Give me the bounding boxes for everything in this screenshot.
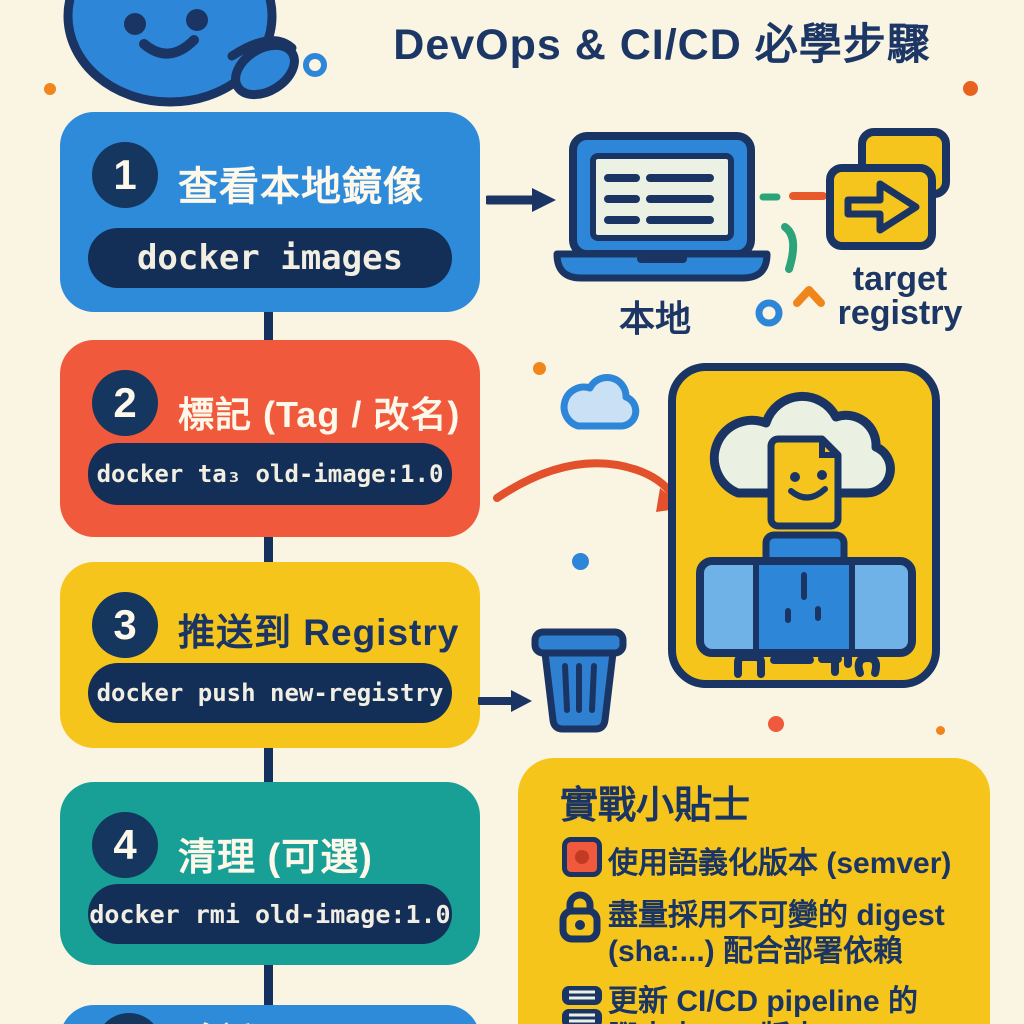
lock-icon — [559, 891, 601, 943]
step-2-box: 2 標記 (Tag / 改名) docker ta₃ old-image:1.0 — [60, 340, 480, 537]
laptop-icon — [553, 132, 771, 282]
cloud-upload-illustration — [696, 391, 916, 678]
step-5-number-badge: 5 — [96, 1013, 162, 1024]
tips-panel: 實戰小貼士 使用語義化版本 (semver) 盡量採用不可變的 digest (… — [518, 758, 990, 1024]
step-3-title: 推送到 Registry — [178, 612, 460, 653]
flow-connector — [264, 965, 273, 1007]
tip-1-text: 使用語義化版本 (semver) — [608, 847, 952, 880]
flow-connector — [264, 312, 273, 342]
step-3-number-badge: 3 — [92, 592, 158, 658]
registry-illustration-panel — [668, 363, 940, 688]
tip-3-text-line-2: 腳本中 tag 版本 — [608, 1012, 820, 1024]
step-1-box: 1 查看本地鏡像 docker images — [60, 112, 480, 312]
orange-dot — [533, 362, 546, 375]
page-title: DevOps & CI/CD 必學步驟 — [393, 21, 931, 69]
orange-dot — [963, 81, 978, 96]
step-3-box: 3 推送到 Registry docker push new-registry — [60, 562, 480, 748]
step-3-command: docker push new-registry — [88, 663, 452, 723]
red-dot — [768, 716, 784, 732]
local-label: 本地 — [618, 298, 691, 339]
orange-dot — [936, 726, 945, 735]
trash-icon — [531, 628, 627, 733]
step-1-command: docker images — [88, 228, 452, 288]
blue-ring — [303, 53, 327, 77]
step-2-title: 標記 (Tag / 改名) — [178, 394, 461, 435]
blue-dot — [572, 553, 589, 570]
step-5-box: 5 驗證 — [60, 1005, 480, 1024]
tip-2-text-line-2: (sha:...) 配合部署依賴 — [608, 935, 904, 968]
arrow-right-icon — [478, 690, 532, 712]
step-4-number-badge: 4 — [92, 812, 158, 878]
step-1-number-badge: 1 — [92, 142, 158, 208]
tip-2-text-line-1: 盡量採用不可變的 digest — [608, 899, 945, 932]
flow-connector — [264, 537, 273, 564]
target-registry-icon — [826, 128, 950, 250]
pipeline-stack-icon — [562, 986, 602, 1024]
cloud-icon — [560, 373, 640, 430]
step-5-title: 驗證 — [178, 1011, 260, 1024]
flow-connector — [264, 748, 273, 784]
semver-badge-icon — [562, 837, 602, 877]
target-registry-label: target registry — [837, 260, 963, 332]
docker-whale-mascot-icon — [63, 0, 299, 107]
step-4-command: docker rmi old-image:1.0 — [88, 884, 452, 944]
tips-title: 實戰小貼士 — [560, 785, 751, 827]
sparkle-dashes-icon — [755, 192, 827, 327]
orange-dot — [44, 83, 56, 95]
curved-arrow-icon — [493, 459, 684, 512]
step-4-title: 清理 (可選) — [178, 837, 373, 879]
step-1-title: 查看本地鏡像 — [178, 165, 424, 209]
step-2-command: docker ta₃ old-image:1.0 — [88, 443, 452, 505]
step-4-box: 4 清理 (可選) docker rmi old-image:1.0 — [60, 782, 480, 965]
step-2-number-badge: 2 — [92, 370, 158, 436]
tip-3-text-line-1: 更新 CI/CD pipeline 的 — [608, 985, 919, 1018]
arrow-right-icon — [486, 188, 556, 212]
